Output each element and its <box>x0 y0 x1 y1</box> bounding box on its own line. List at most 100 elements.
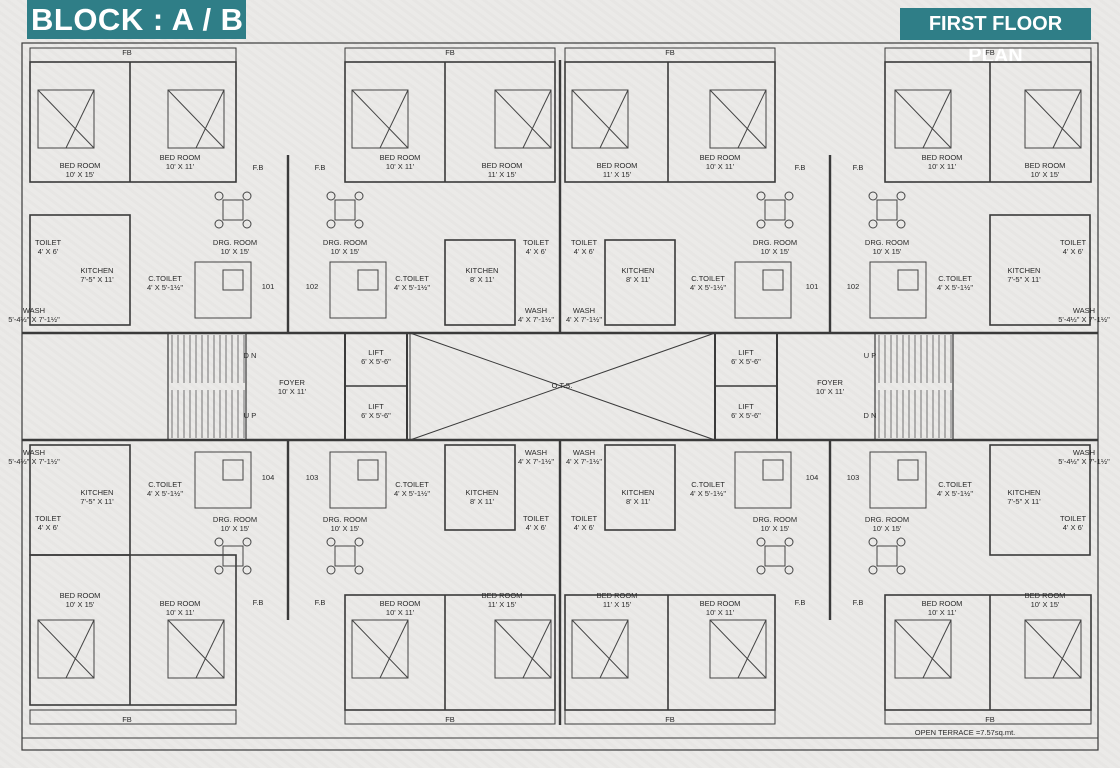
bedroom-label: BED ROOM <box>482 591 523 600</box>
wash-label: WASH <box>525 448 547 457</box>
dining-chair <box>354 537 364 547</box>
foyer-label: FOYER <box>817 378 843 387</box>
dining-chair <box>354 219 364 229</box>
bed-cover-line <box>494 619 552 679</box>
bedroom-label: BED ROOM <box>1025 591 1066 600</box>
wash-size: 4' X 7'-1½" <box>566 457 602 466</box>
bed-cover-line <box>1024 89 1082 149</box>
drg-room-label: DRG. ROOM <box>323 238 367 247</box>
dining-chair <box>326 219 336 229</box>
kitchen-size: 7'-5" X 11' <box>80 275 114 284</box>
bedroom-size: 10' X 11' <box>928 608 957 617</box>
fb-short-label: F.B <box>795 163 806 172</box>
drg-room-size: 10' X 15' <box>221 524 250 533</box>
bed-cover-line <box>379 619 409 679</box>
wash-size: 5'-4½" X 7'-1½" <box>8 315 60 324</box>
wash-size: 5'-4½" X 7'-1½" <box>1058 457 1110 466</box>
bedroom-size: 10' X 15' <box>66 600 95 609</box>
dining-chair <box>354 565 364 575</box>
unit-number: 103 <box>847 473 860 482</box>
kitchen-label: KITCHEN <box>1008 266 1041 275</box>
dining-chair <box>896 537 906 547</box>
wash-label: WASH <box>1073 448 1095 457</box>
sofa-set <box>734 451 792 509</box>
bed-cover-line <box>379 89 409 149</box>
drg-room-label: DRG. ROOM <box>323 515 367 524</box>
wash-label: WASH <box>573 448 595 457</box>
bed-cover-line <box>571 619 629 679</box>
drg-room-size: 10' X 15' <box>873 247 902 256</box>
coffee-table <box>357 269 379 291</box>
foyer-label: FOYER <box>279 378 305 387</box>
wash-size: 4' X 7'-1½" <box>518 315 554 324</box>
bed-cover-line <box>709 619 767 679</box>
bedroom-size: 10' X 15' <box>1031 170 1060 179</box>
ctoilet-size: 4' X 5'-1½" <box>394 283 430 292</box>
drg-room-size: 10' X 15' <box>873 524 902 533</box>
bed-cover-line <box>65 89 95 149</box>
bed-cover-line <box>737 619 767 679</box>
dining-table <box>764 545 786 567</box>
bedroom-label: BED ROOM <box>597 591 638 600</box>
kitchen-label: KITCHEN <box>466 266 499 275</box>
dining-chair <box>784 219 794 229</box>
fb-short-label: F.B <box>853 598 864 607</box>
bedroom-size: 10' X 11' <box>386 162 415 171</box>
dining-chair <box>242 219 252 229</box>
sofa-set <box>194 451 252 509</box>
bedroom-size: 11' X 15' <box>488 600 517 609</box>
dining-chair <box>868 565 878 575</box>
drg-room-label: DRG. ROOM <box>213 515 257 524</box>
bedroom-size: 10' X 15' <box>1031 600 1060 609</box>
dining-chair <box>784 537 794 547</box>
dining-chair <box>214 191 224 201</box>
bedroom-label: BED ROOM <box>482 161 523 170</box>
dining-table <box>764 199 786 221</box>
bed-cover-line <box>922 619 952 679</box>
dining-chair <box>326 565 336 575</box>
bedroom-label: BED ROOM <box>380 599 421 608</box>
bedroom-label: BED ROOM <box>700 153 741 162</box>
bedroom-label: BED ROOM <box>160 153 201 162</box>
dining-chair <box>242 537 252 547</box>
fb-label: FB <box>122 48 132 57</box>
dining-chair <box>326 537 336 547</box>
wash-label: WASH <box>23 306 45 315</box>
sofa-set <box>869 261 927 319</box>
dining-chair <box>756 565 766 575</box>
bed-cover-line <box>351 619 409 679</box>
toilet-size: 4' X 6' <box>526 247 547 256</box>
unit-number: 104 <box>806 473 819 482</box>
dining-chair <box>214 565 224 575</box>
unit-number: 101 <box>806 282 819 291</box>
bed-cover-line <box>494 89 552 149</box>
toilet-size: 4' X 6' <box>574 523 595 532</box>
dining-chair <box>868 191 878 201</box>
drg-room-size: 10' X 15' <box>761 247 790 256</box>
fb-label: FB <box>665 715 675 724</box>
dining-chair <box>784 191 794 201</box>
toilet-size: 4' X 6' <box>526 523 547 532</box>
bed-cover-line <box>737 89 767 149</box>
ctoilet-size: 4' X 5'-1½" <box>690 489 726 498</box>
kitchen-size: 8' X 11' <box>470 275 495 284</box>
coffee-table <box>897 269 919 291</box>
coffee-table <box>762 269 784 291</box>
furniture <box>37 89 1082 679</box>
wash-size: 4' X 7'-1½" <box>518 457 554 466</box>
bedroom-size: 10' X 15' <box>66 170 95 179</box>
fb-label: FB <box>985 48 995 57</box>
bed-cover-line <box>37 619 95 679</box>
bed-cover-line <box>195 89 225 149</box>
dining-chair <box>214 219 224 229</box>
drg-room-label: DRG. ROOM <box>753 238 797 247</box>
bedroom-size: 11' X 15' <box>603 600 632 609</box>
dining-chair <box>242 191 252 201</box>
kitchen-size: 8' X 11' <box>626 497 651 506</box>
sofa-set <box>194 261 252 319</box>
coffee-table <box>897 459 919 481</box>
wash-label: WASH <box>573 306 595 315</box>
drg-room-label: DRG. ROOM <box>865 515 909 524</box>
unit-number: 101 <box>262 282 275 291</box>
coffee-table <box>222 269 244 291</box>
